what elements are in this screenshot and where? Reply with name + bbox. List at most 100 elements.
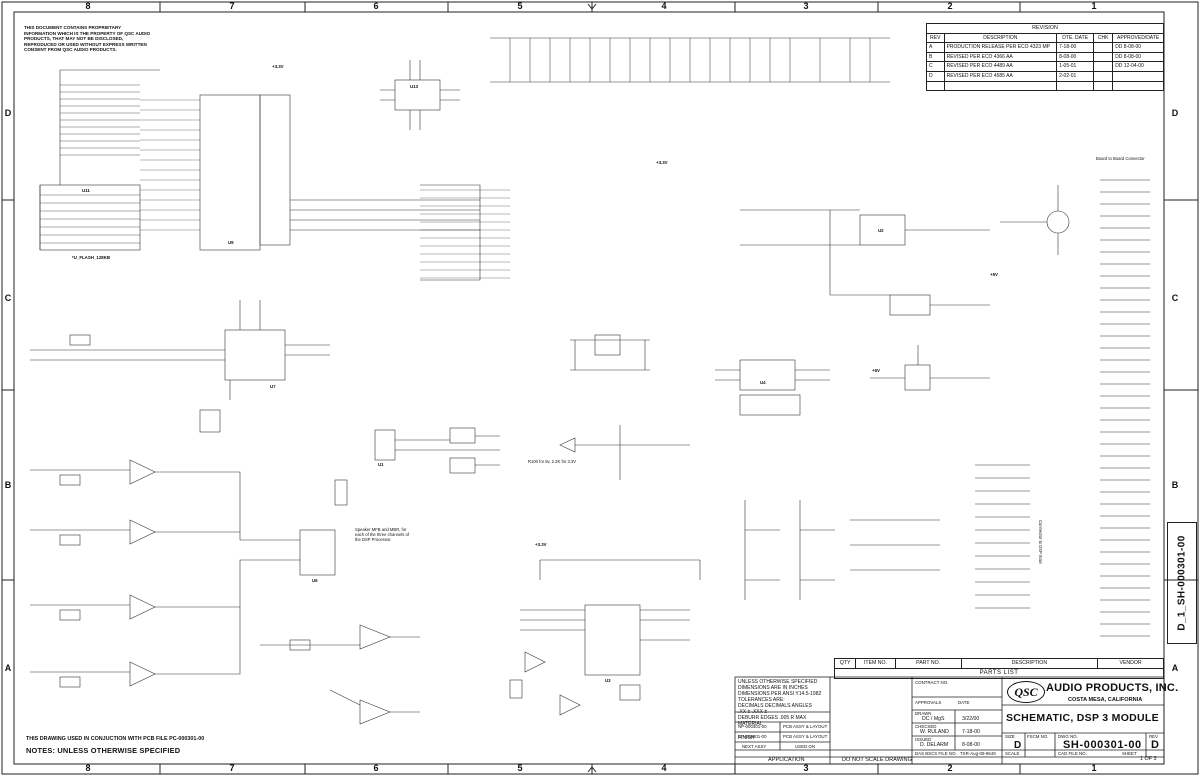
revision-cell-chk bbox=[1093, 51, 1114, 63]
zone-row-d-left: D bbox=[4, 108, 12, 118]
zone-col-5-top: 5 bbox=[517, 1, 523, 11]
circuit-linework bbox=[30, 37, 1150, 725]
finish-label: FINISH bbox=[738, 735, 755, 741]
side-drawing-number-text: D_1_SH-000301-00 bbox=[1176, 535, 1188, 631]
dwg-no-label: DWG NO. bbox=[1058, 734, 1078, 739]
revision-cell-chk bbox=[1093, 42, 1114, 53]
qsc-logo: QSC bbox=[1007, 681, 1045, 703]
vendor-col-header: VENDOR bbox=[1097, 658, 1164, 669]
drawn-date: 3/22/00 bbox=[962, 716, 980, 722]
zone-col-4-top: 4 bbox=[661, 1, 667, 11]
revision-cell-rev: A bbox=[926, 42, 945, 53]
issued-date: 8-08-00 bbox=[962, 742, 980, 748]
revision-cell-approved: DD 12-04-00 bbox=[1112, 61, 1164, 72]
drawn-label: DRAWN bbox=[915, 711, 932, 716]
inner-border bbox=[13, 11, 1165, 765]
revision-cell-approved: DD 8-08-00 bbox=[1112, 51, 1164, 63]
sheet-value: 1 OF 3 bbox=[1140, 756, 1157, 762]
speaker-note: Speaker MFB and MBR, for each of the thr… bbox=[355, 527, 410, 542]
label-flash: *U_FLASH_128KB bbox=[72, 255, 111, 260]
zone-col-1-top: 1 bbox=[1091, 1, 1097, 11]
label-vcc5-b: +5V bbox=[990, 272, 998, 277]
zone-row-c-left: C bbox=[4, 293, 12, 303]
revision-cell-date: 1-05-01 bbox=[1056, 61, 1095, 72]
zone-col-8-bottom: 8 bbox=[85, 763, 91, 773]
label-u2: U2 bbox=[878, 228, 884, 233]
contract-label: CONTRACT NO. bbox=[915, 680, 949, 685]
cad-label: CAD FILE NO. bbox=[1058, 751, 1087, 756]
label-u7: U7 bbox=[270, 384, 276, 389]
zone-col-7-bottom: 7 bbox=[229, 763, 235, 773]
zone-row-d-right: D bbox=[1171, 108, 1179, 118]
assy-right-1: PCB ASSY & LAYOUT bbox=[783, 724, 828, 729]
revision-cell-date: 7-18-00 bbox=[1056, 42, 1095, 53]
revision-cell-description: REVISED PER ECO 4489 AA bbox=[943, 61, 1058, 72]
label-u1: U1 bbox=[378, 462, 384, 467]
cad-file-value: TSR-Aug-09-9649 bbox=[960, 751, 996, 756]
proprietary-notice: THIS DOCUMENT CONTAINS PROPRIETARY INFOR… bbox=[24, 25, 151, 53]
company-city: COSTA MESA, CALIFORNIA bbox=[1068, 697, 1143, 703]
checked-label: CHECKED bbox=[915, 724, 937, 729]
assy-left-2: NP-000301-00 bbox=[738, 734, 767, 739]
label-u13: U13 bbox=[410, 84, 419, 89]
drawn-by: DC / MgS bbox=[922, 716, 945, 722]
zone-col-2-bottom: 2 bbox=[947, 763, 953, 773]
assy-right-2: PCB ASSY & LAYOUT bbox=[783, 734, 828, 739]
next-assy-label: NEXT ASSY bbox=[742, 744, 767, 749]
approved-col-header: APPROVED/DATE bbox=[1112, 32, 1164, 44]
label-u6: U6 bbox=[312, 578, 318, 583]
revision-header-row: REV DESCRIPTION DTE. DATE CHK APPROVED/D… bbox=[926, 32, 1164, 44]
revision-title: REVISION bbox=[926, 23, 1164, 34]
label-vcc5-a: +5V bbox=[872, 368, 880, 373]
revision-cell-approved: DD 8-08-00 bbox=[1112, 42, 1164, 53]
label-vcc33-a: +3.3V bbox=[272, 64, 284, 69]
qty-col-header: QTY bbox=[833, 658, 857, 669]
checked-date: 7-18-00 bbox=[962, 729, 980, 735]
date-col-header: DTE. DATE bbox=[1056, 32, 1095, 44]
zone-col-4-bottom: 4 bbox=[661, 763, 667, 773]
zone-col-7-top: 7 bbox=[229, 1, 235, 11]
chk-col-header: CHK bbox=[1093, 32, 1114, 44]
jumper-note: R100 for 6v, 2.2K for 3.3V bbox=[528, 459, 577, 464]
fscm-label: FSCM NO. bbox=[1027, 734, 1049, 739]
issued-by: D. DELARM bbox=[920, 742, 949, 748]
assy-left-1: NP-000301-00 bbox=[738, 724, 767, 729]
size-value: D bbox=[1014, 740, 1022, 751]
pcb-note: THIS DRAWING USED IN CONJUCTION WITH PCB… bbox=[26, 736, 205, 742]
zone-row-b-right: B bbox=[1171, 480, 1179, 490]
parts-list: QTY ITEM NO. PART NO. DESCRIPTION VENDOR… bbox=[833, 658, 1164, 679]
drawing-title: SCHEMATIC, DSP 3 MODULE bbox=[1006, 712, 1159, 724]
zone-row-c-right: C bbox=[1171, 293, 1179, 303]
revision-cell-approved bbox=[1112, 70, 1164, 82]
zone-col-2-top: 2 bbox=[947, 1, 953, 11]
size-label: SIZE bbox=[1005, 734, 1015, 739]
zone-col-8-top: 8 bbox=[85, 1, 91, 11]
drawing-number: SH-000301-00 bbox=[1063, 739, 1142, 751]
scale-label: SCALE bbox=[1005, 751, 1020, 756]
zone-col-3-top: 3 bbox=[803, 1, 809, 11]
revision-cell-chk bbox=[1093, 70, 1114, 82]
item-no-col-header: ITEM NO. bbox=[855, 658, 896, 669]
revision-cell-chk bbox=[1093, 61, 1114, 72]
material-label: MATERIAL bbox=[738, 721, 763, 727]
zone-row-a-left: A bbox=[4, 663, 12, 673]
revision-cell-rev: D bbox=[926, 70, 945, 82]
tolerance-line: DIMENSIONS ARE IN INCHES bbox=[738, 685, 808, 691]
tolerance-line: DIMENSIONS PER ANSI Y14.5-1982 bbox=[738, 691, 822, 697]
issued-label: ISSUED bbox=[915, 737, 932, 742]
description-col-header: DESCRIPTION bbox=[943, 32, 1058, 44]
label-vcc33-b: +3.3V bbox=[656, 160, 668, 165]
rev-label: REV bbox=[1149, 734, 1159, 739]
used-on-label: USED ON bbox=[795, 744, 816, 749]
label-u3: U3 bbox=[605, 678, 611, 683]
parts-list-title: PARTS LIST bbox=[834, 668, 1164, 679]
board-connector-note: Board to Board Connector bbox=[1096, 156, 1145, 161]
tolerance-line: DECIMALS DECIMALS ANGLES bbox=[738, 703, 812, 709]
revision-table: REVISION REV DESCRIPTION DTE. DATE CHK A… bbox=[926, 23, 1164, 92]
revision-cell-description: REVISED PER ECO 4366 AA bbox=[943, 51, 1058, 63]
date-header-label: DATE bbox=[958, 700, 970, 705]
